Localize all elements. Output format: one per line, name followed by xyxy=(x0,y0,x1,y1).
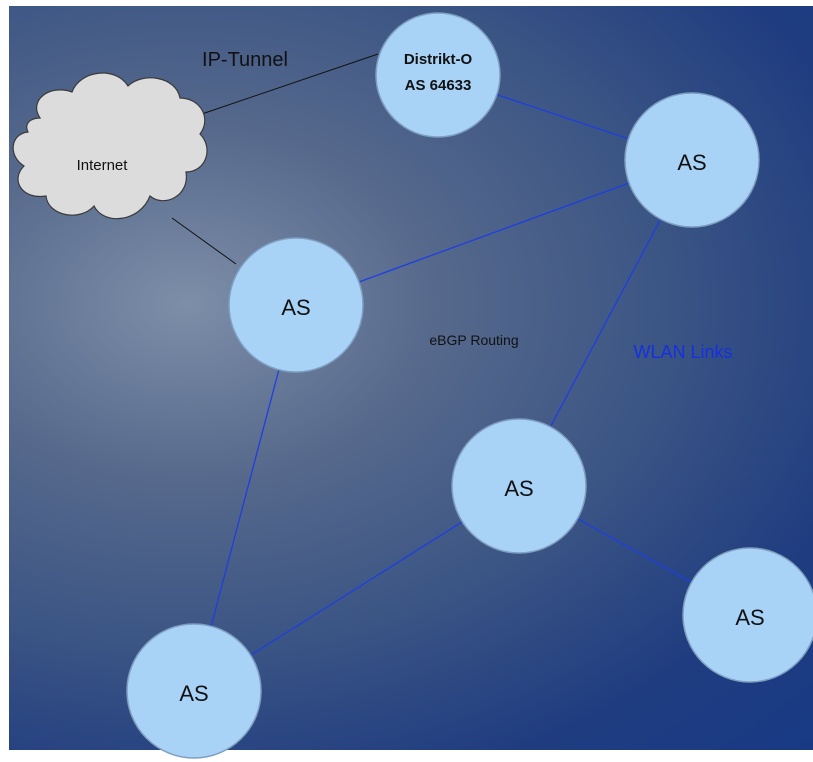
node-as-bottom-right-label: AS xyxy=(735,605,764,630)
cloud-icon xyxy=(12,72,208,220)
node-as-center-circle xyxy=(451,418,587,554)
node-as-center-left: AS xyxy=(228,237,364,373)
node-distrikt-asn: AS 64633 xyxy=(405,77,472,94)
node-as-center-left-circle xyxy=(228,237,364,373)
node-as-center: AS xyxy=(451,418,587,554)
node-distrikt-name: Distrikt-O xyxy=(404,51,473,68)
node-distrikt: Distrikt-O AS 64633 xyxy=(375,12,501,138)
node-as-bottom-right-circle xyxy=(682,547,813,683)
node-as-bottom-left: AS xyxy=(126,623,262,759)
link-cloud-as-center-left xyxy=(171,217,237,265)
ebgp-routing-label: eBGP Routing xyxy=(429,332,518,348)
link-cloud-distrikt xyxy=(195,53,379,117)
ip-tunnel-label: IP-Tunnel xyxy=(202,49,288,71)
node-as-right-top: AS xyxy=(624,92,760,228)
node-as-bottom-left-circle xyxy=(126,623,262,759)
node-as-right-top-circle xyxy=(624,92,760,228)
internet-cloud: Internet xyxy=(12,72,208,220)
wlan-links-label: WLAN Links xyxy=(633,342,732,362)
link-as-center-left-as-right-top xyxy=(295,159,693,306)
node-as-right-top-label: AS xyxy=(677,150,706,175)
node-as-center-label: AS xyxy=(504,476,533,501)
cloud-label: Internet xyxy=(77,157,129,174)
node-distrikt-circle xyxy=(375,12,501,138)
node-as-center-left-label: AS xyxy=(281,295,310,320)
node-as-bottom-left-label: AS xyxy=(179,681,208,706)
node-as-bottom-right: AS xyxy=(682,547,813,683)
